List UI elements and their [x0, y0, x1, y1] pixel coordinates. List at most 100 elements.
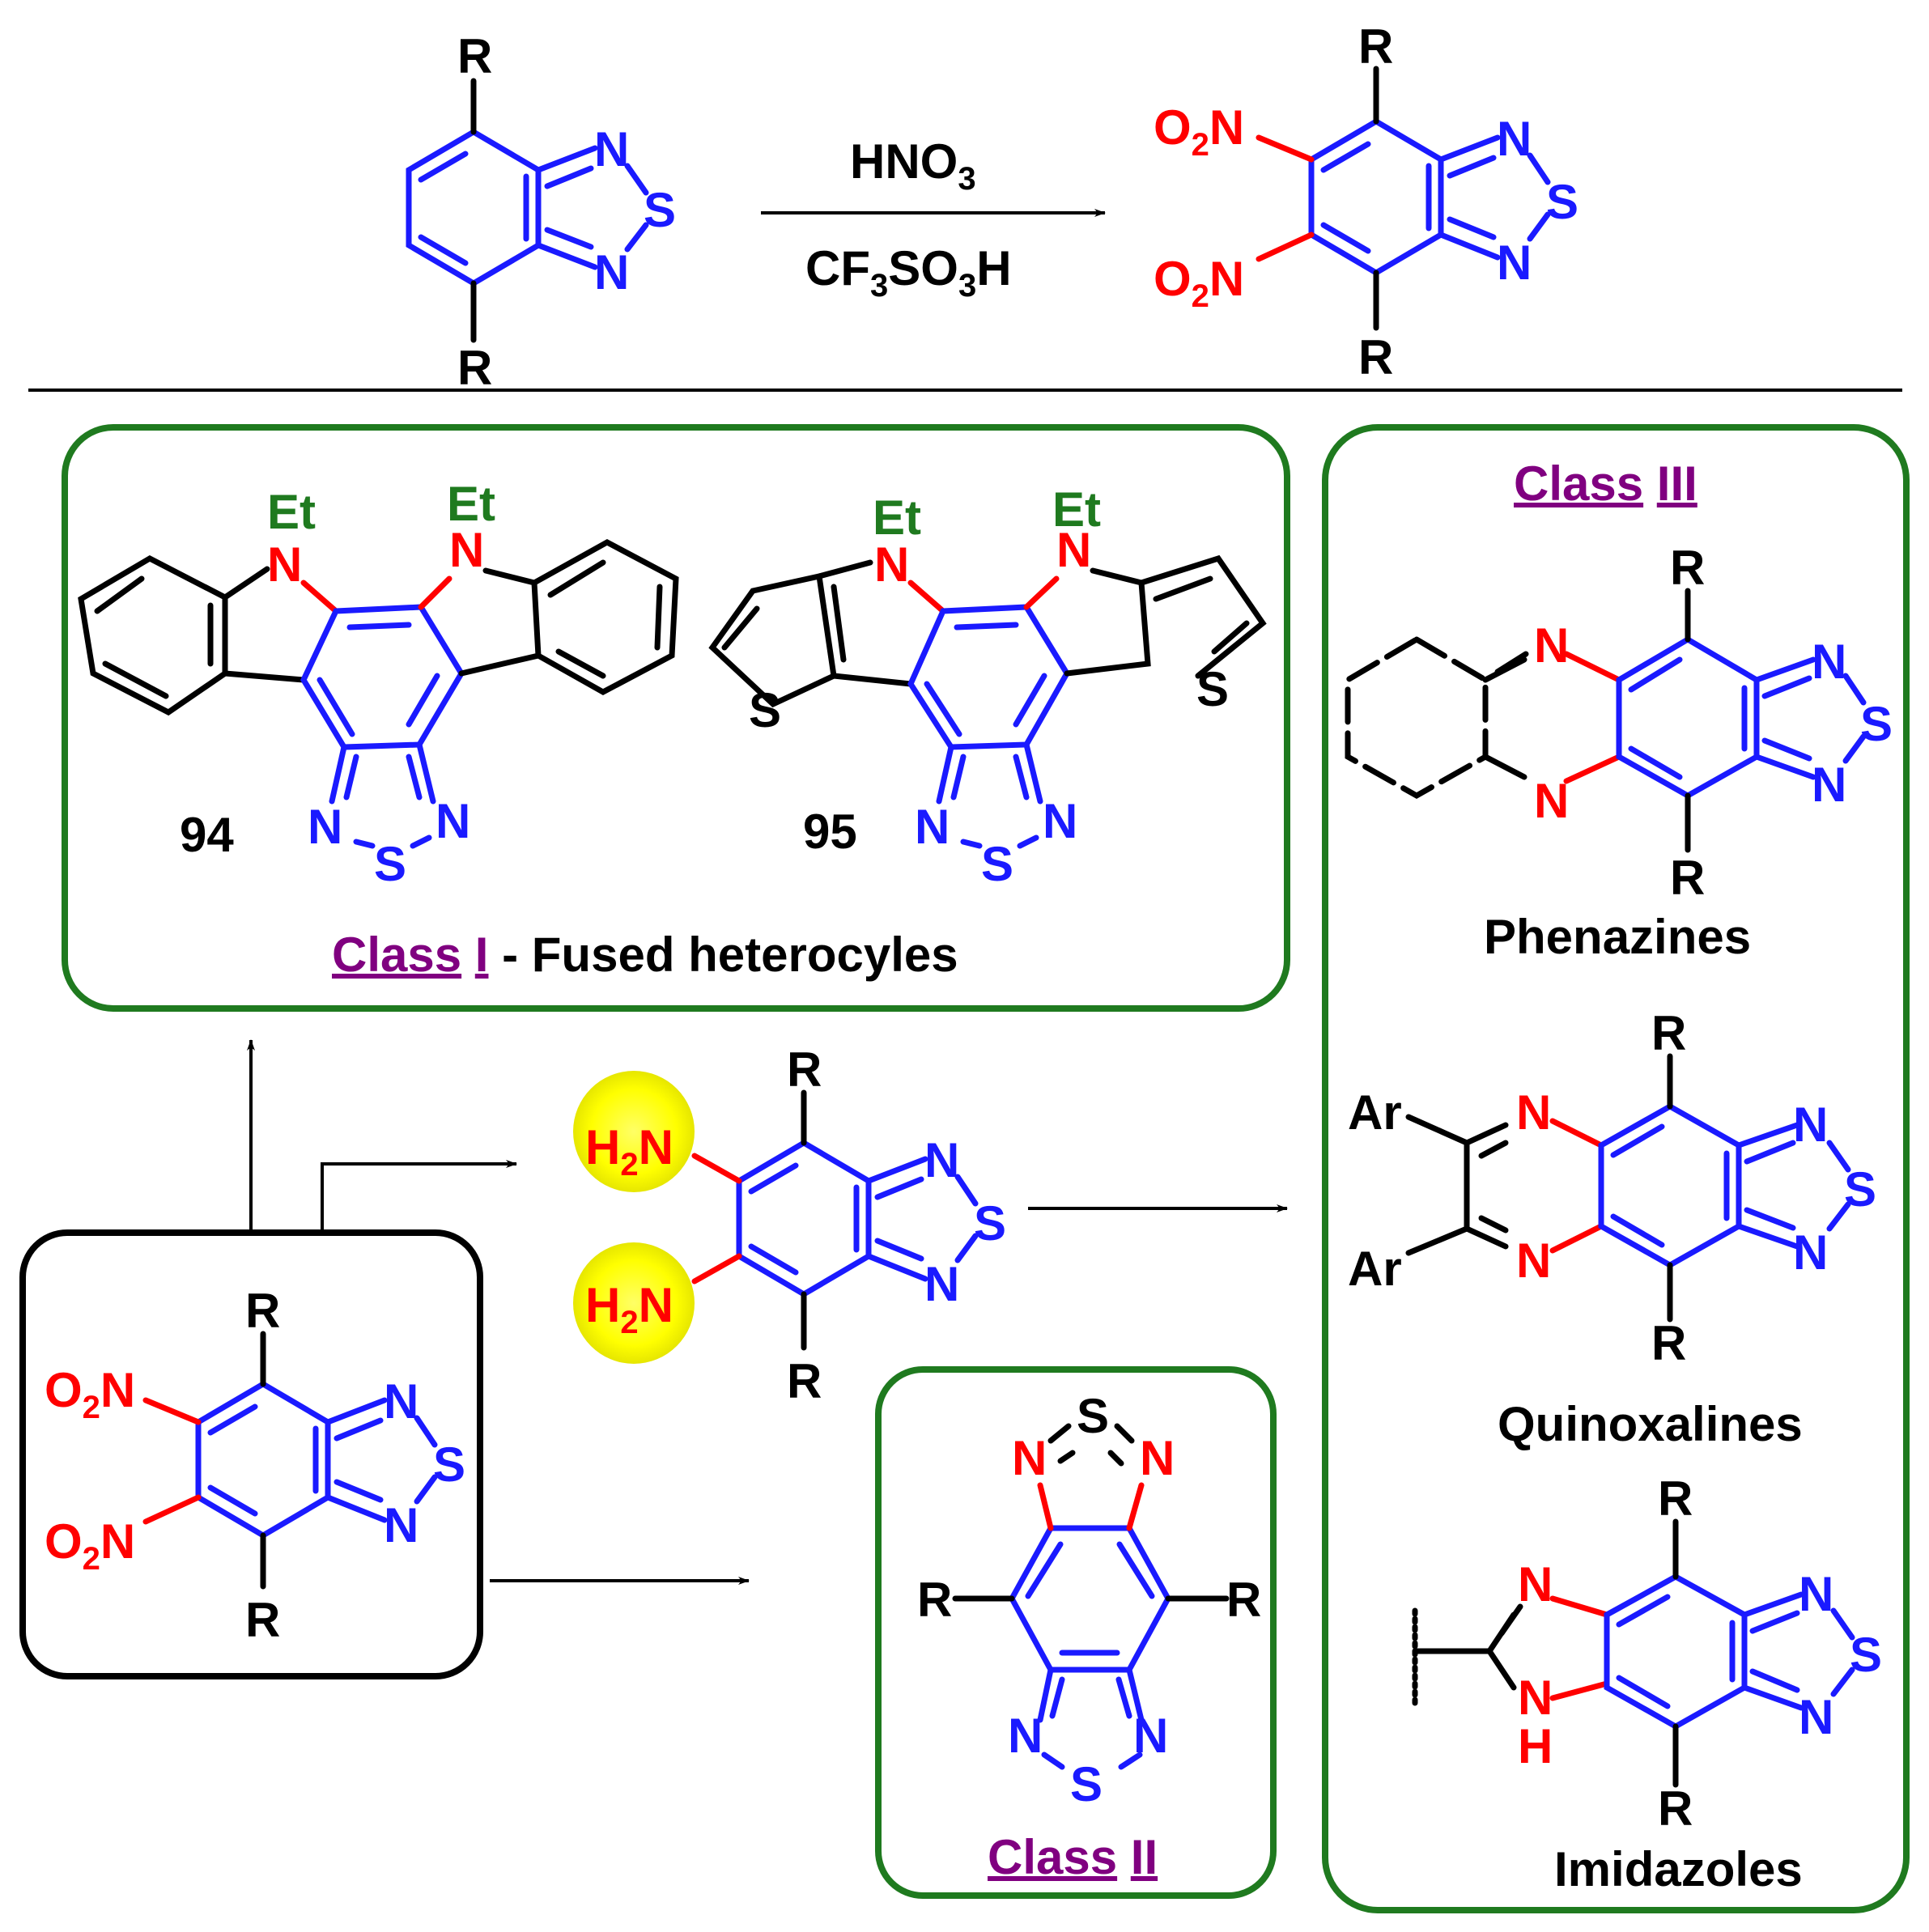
atom-r: R — [1670, 851, 1705, 905]
atom-n: N — [1812, 758, 1846, 812]
atom-r: R — [1358, 330, 1393, 384]
atom-s: S — [974, 1196, 1006, 1250]
atom-r: R — [1658, 1781, 1693, 1836]
dinitro-start-compound: N S N O2N O2N R R — [45, 1284, 465, 1647]
nitro-group: O2N — [1154, 252, 1244, 314]
atom-s: S — [981, 837, 1013, 891]
atom-r: R — [1670, 541, 1705, 595]
class-3-title: Class III — [1514, 456, 1697, 511]
atom-s: S — [644, 183, 676, 237]
atom-r: R — [917, 1573, 952, 1627]
atom-n: N — [594, 122, 629, 176]
nitro-group: O2N — [45, 1363, 135, 1425]
atom-n: N — [874, 537, 909, 592]
atom-n: N — [308, 800, 342, 854]
ethyl-label: Et — [447, 477, 495, 531]
atom-r: R — [787, 1354, 822, 1408]
atom-r: R — [1226, 1573, 1261, 1627]
atom-s: S — [1860, 697, 1893, 751]
class-2-box — [875, 1366, 1277, 1899]
atom-r: R — [787, 1042, 822, 1097]
phenazine-structure: N N N S N R R — [1345, 541, 1893, 905]
compound-95: S S N N Et Et N N S 95 — [708, 482, 1267, 891]
ethyl-label: Et — [1052, 482, 1101, 537]
atom-n: N — [1534, 774, 1569, 828]
amine-group: H2N — [585, 1120, 673, 1183]
dinitro-product-top: N S N O2N O2N R R — [1154, 19, 1578, 384]
quinoxalines-label: Quinoxalines — [1498, 1397, 1803, 1451]
atom-h: H — [1518, 1719, 1553, 1773]
atom-r: R — [245, 1284, 280, 1338]
atom-n: N — [594, 245, 629, 299]
imidazoles-label: Imidazoles — [1554, 1842, 1803, 1896]
atom-n: N — [1516, 1234, 1551, 1288]
ethyl-label: Et — [267, 485, 316, 539]
reagent-triflic-acid: CF3SO3H — [805, 241, 1012, 304]
atom-s: S — [1546, 175, 1578, 229]
atom-n: N — [1516, 1085, 1551, 1140]
quinoxaline-structure: N N Ar Ar N S N R R — [1348, 1006, 1876, 1370]
top-reaction-arrow: HNO3 CF3SO3H — [761, 134, 1106, 304]
atom-n: N — [1133, 1709, 1168, 1763]
atom-s: S — [433, 1437, 465, 1492]
diamine-intermediate: N S N H2N H2N R R — [573, 1042, 1006, 1408]
atom-s: S — [1844, 1162, 1876, 1217]
atom-s: S — [374, 837, 406, 891]
aryl-label: Ar — [1348, 1242, 1402, 1296]
atom-s: S — [1850, 1628, 1882, 1682]
atom-n: N — [1793, 1098, 1828, 1152]
compound-number-95: 95 — [803, 805, 857, 859]
aryl-label: Ar — [1348, 1085, 1402, 1140]
nitro-group: O2N — [45, 1514, 135, 1577]
atom-r: R — [457, 29, 492, 83]
atom-n: N — [1799, 1567, 1833, 1621]
atom-r: R — [245, 1593, 280, 1647]
amine-highlight — [573, 1071, 695, 1192]
atom-s: S — [1077, 1389, 1109, 1443]
atom-n: N — [1812, 635, 1846, 689]
atom-n: N — [1012, 1431, 1047, 1485]
class-1-title: Class I - Fused heterocyles — [332, 928, 958, 982]
atom-n: N — [924, 1133, 959, 1187]
atom-n: N — [1140, 1431, 1175, 1485]
class-2-compound: S N N N N S R R — [917, 1389, 1261, 1811]
atom-n: N — [1056, 523, 1091, 577]
class-2-title: Class II — [988, 1830, 1158, 1884]
atom-n: N — [384, 1498, 419, 1552]
atom-r: R — [1651, 1316, 1686, 1370]
amine-highlight — [573, 1242, 695, 1364]
compound-number-94: 94 — [180, 808, 234, 862]
starting-benzothiadiazole: N S N R R — [406, 29, 676, 395]
atom-n: N — [1008, 1709, 1043, 1763]
atom-s: S — [1070, 1757, 1103, 1811]
phenazines-label: Phenazines — [1484, 910, 1751, 964]
atom-n: N — [1497, 112, 1532, 166]
atom-r: R — [1358, 19, 1393, 74]
atom-r: R — [1658, 1471, 1693, 1526]
atom-n: N — [436, 794, 470, 848]
atom-s: S — [1196, 662, 1229, 716]
atom-n: N — [449, 523, 484, 577]
nitro-group: O2N — [1154, 100, 1244, 163]
compound-94: N N Et Et N N S 94 — [78, 477, 679, 891]
branch-arrows — [247, 1039, 1288, 1585]
ethyl-label: Et — [873, 490, 921, 545]
amine-group: H2N — [585, 1278, 673, 1340]
reagent-hno3: HNO3 — [850, 134, 976, 197]
atom-n: N — [1793, 1225, 1828, 1280]
atom-n: N — [1518, 1557, 1553, 1611]
atom-n: N — [1518, 1671, 1553, 1725]
atom-n: N — [924, 1257, 959, 1311]
class-1-box — [62, 424, 1290, 1012]
atom-s: S — [749, 683, 781, 737]
class-3-box — [1322, 424, 1910, 1913]
atom-n: N — [267, 537, 302, 592]
atom-r: R — [1651, 1006, 1686, 1060]
imidazole-structure: N N H N S N R R — [1412, 1471, 1882, 1836]
atom-n: N — [1534, 618, 1569, 673]
atom-n: N — [1043, 794, 1077, 848]
atom-r: R — [457, 341, 492, 395]
atom-n: N — [1497, 236, 1532, 290]
atom-n: N — [1799, 1690, 1833, 1744]
